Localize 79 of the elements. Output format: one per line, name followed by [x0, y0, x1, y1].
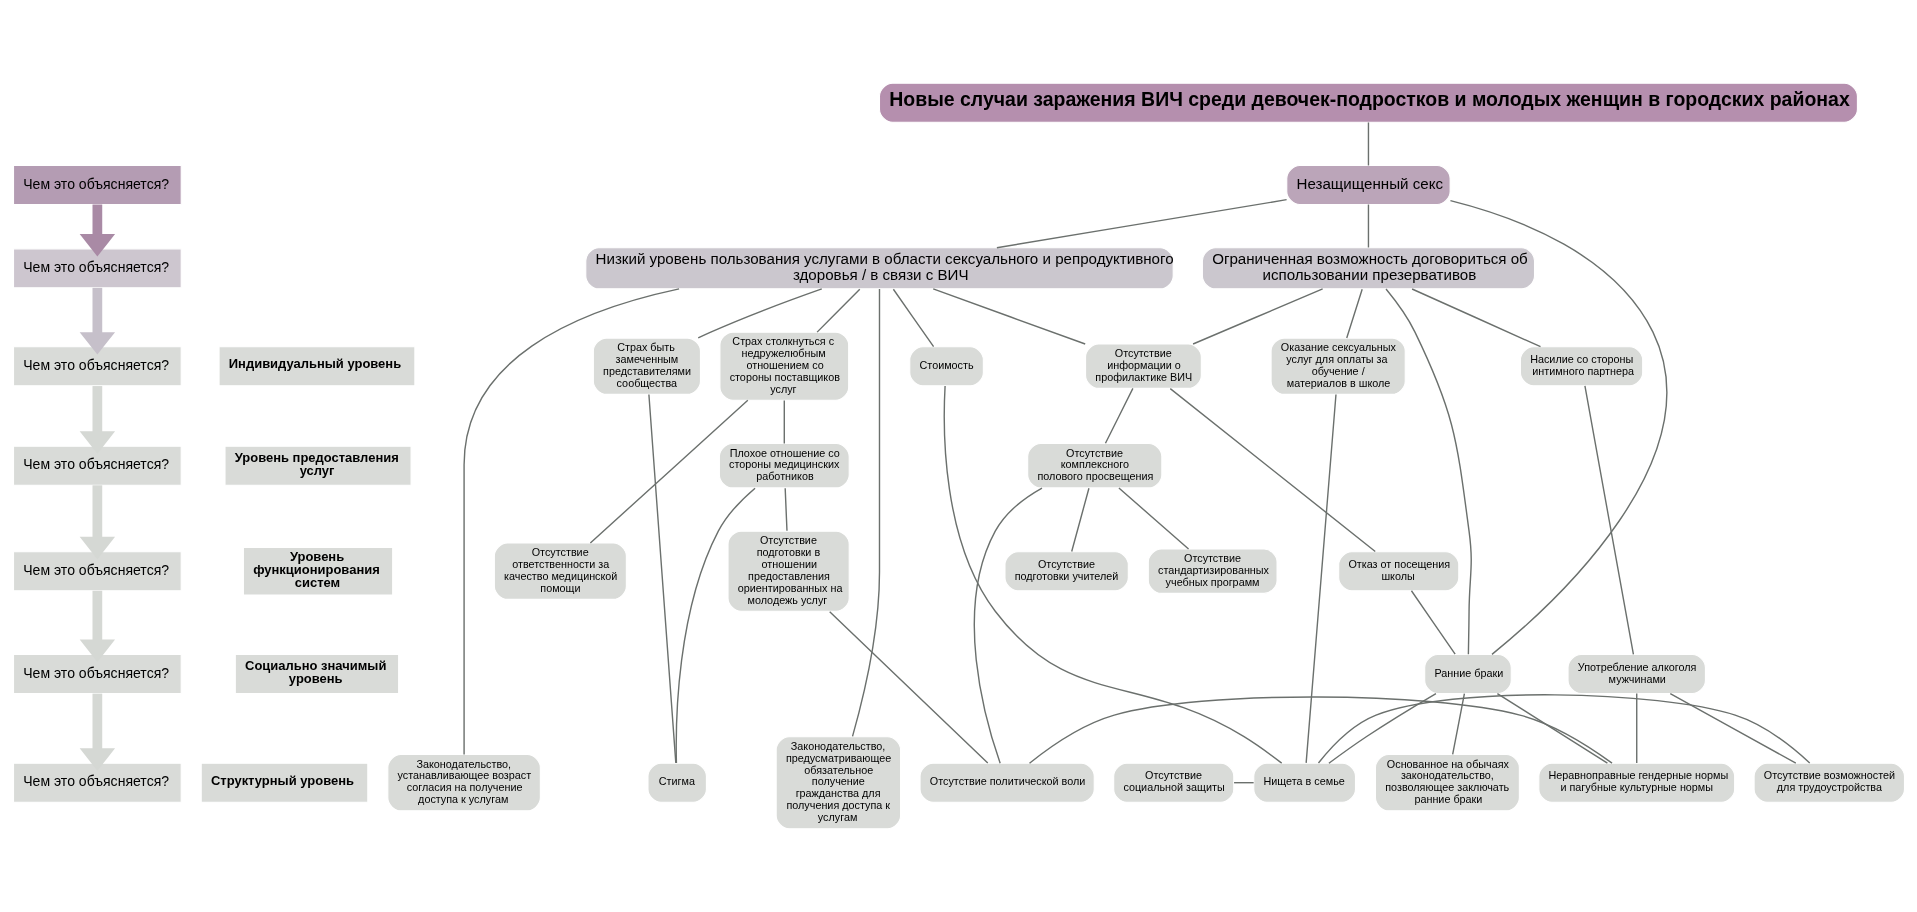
node-box: Плохое отношение со стороны медицинских работников	[718, 443, 850, 489]
node-box: Законодательство, предусматривающее обязательное получение гражданства для получения доступа к услугам	[775, 736, 901, 830]
node-box: Законодательство, устанавливающее возраст согласия на получение доступа к услугам	[386, 754, 541, 812]
node-box: Социально значимый уровень	[234, 653, 399, 694]
connector	[784, 487, 788, 532]
connector	[1367, 121, 1369, 167]
connector	[1367, 203, 1369, 249]
node-box: Индивидуальный уровень	[218, 346, 415, 387]
connector	[943, 385, 1282, 764]
connector	[1669, 692, 1796, 764]
node-box: Употребление алкоголя мужчинами	[1567, 653, 1706, 694]
arrow	[79, 204, 115, 257]
connector	[995, 198, 1287, 249]
connector	[675, 487, 756, 764]
connector	[1028, 696, 1613, 764]
connector	[1635, 692, 1637, 764]
node-box: Страх быть замеченным представителями сообщества	[592, 337, 701, 395]
node-box: Структурный уровень	[200, 762, 368, 803]
node-box: Стигма	[646, 762, 707, 803]
connector	[973, 487, 1043, 764]
node-box: Отсутствие ответственности за качество медицинской помощи	[493, 542, 627, 600]
node-box: Насилие со стороны интимного партнера	[1519, 346, 1643, 387]
node-box: Чем это объясняется?	[12, 346, 182, 387]
connector	[1345, 288, 1363, 339]
connector	[1232, 782, 1254, 784]
connector	[1117, 487, 1189, 550]
connector	[462, 288, 680, 756]
connector	[1410, 590, 1456, 655]
node-box: Низкий уровень пользования услугами в области сексуального и репродуктивного здоровья / в связи с ВИЧ	[584, 247, 1174, 290]
node-box: Отсутствие подготовки в отношении предоставления ориентированных на молодежь услуг	[727, 530, 850, 612]
connector	[1496, 692, 1608, 764]
node-box: Стоимость	[908, 346, 984, 387]
node-box: Страх столкнуться с недружелюбным отношением со стороны поставщиков услуг	[718, 331, 849, 401]
connector	[1583, 385, 1634, 656]
node-box: Чем это объясняется?	[12, 762, 182, 803]
node-box: Оказание сексуальных услуг для оплаты за обучение / материалов в школе	[1270, 337, 1406, 395]
connector	[1304, 393, 1337, 764]
node-box: Отсутствие политической воли	[919, 762, 1095, 803]
node-box: Неравноправные гендерные нормы и пагубные культурные нормы	[1537, 762, 1735, 803]
connector	[1169, 387, 1376, 553]
connector	[1327, 692, 1437, 764]
node-box: Чем это объясняется?	[12, 653, 182, 694]
connector	[828, 610, 988, 764]
node-box: Нищета в семье	[1252, 762, 1356, 803]
node-box: Уровень функционирования систем	[242, 546, 393, 596]
node-box: Чем это объясняется?	[12, 551, 182, 592]
connector	[932, 288, 1086, 345]
node-box: Уровень предоставления услуг	[223, 445, 412, 486]
node-box: Отсутствие подготовки учителей	[1003, 551, 1129, 592]
connector	[1451, 692, 1465, 756]
node-box: Отсутствие возможностей для трудоустройства	[1753, 762, 1905, 803]
node-box: Отсутствие социальной защиты	[1112, 762, 1234, 803]
connector	[1191, 288, 1323, 345]
connector	[783, 399, 785, 445]
connector	[697, 288, 822, 339]
node-box: Ограниченная возможность договориться об использовании презервативов	[1201, 247, 1535, 290]
connector	[815, 288, 860, 333]
connector	[589, 399, 749, 544]
connector	[647, 393, 677, 764]
node-box: Чем это объясняется?	[12, 165, 182, 206]
connector	[1104, 387, 1134, 444]
connector	[1449, 199, 1667, 656]
node-box: Новые случаи заражения ВИЧ среди девочек-подростков и молодых женщин в городских районах	[878, 82, 1858, 123]
connector	[1317, 694, 1810, 764]
node-box: Чем это объясняется?	[12, 248, 182, 289]
node-box: Отсутствие стандартизированных учебных программ	[1147, 548, 1278, 594]
node-box: Отсутствие информации о профилактике ВИЧ	[1084, 343, 1202, 389]
node-box: Незащищенный секс	[1285, 165, 1451, 206]
node-box: Ранние браки	[1423, 653, 1512, 694]
node-box: Основанное на обычаях законодательство, позволяющее заключать ранние браки	[1374, 754, 1520, 812]
connector	[1410, 288, 1541, 348]
connector	[1070, 487, 1090, 553]
connector	[851, 288, 880, 738]
connector	[892, 288, 934, 348]
connector	[1384, 288, 1472, 655]
node-box: Чем это объясняется?	[12, 445, 182, 486]
node-box: Отказ от посещения школы	[1337, 551, 1459, 592]
node-box: Отсутствие комплексного полового просвещения	[1026, 443, 1162, 489]
arrow	[79, 287, 115, 355]
